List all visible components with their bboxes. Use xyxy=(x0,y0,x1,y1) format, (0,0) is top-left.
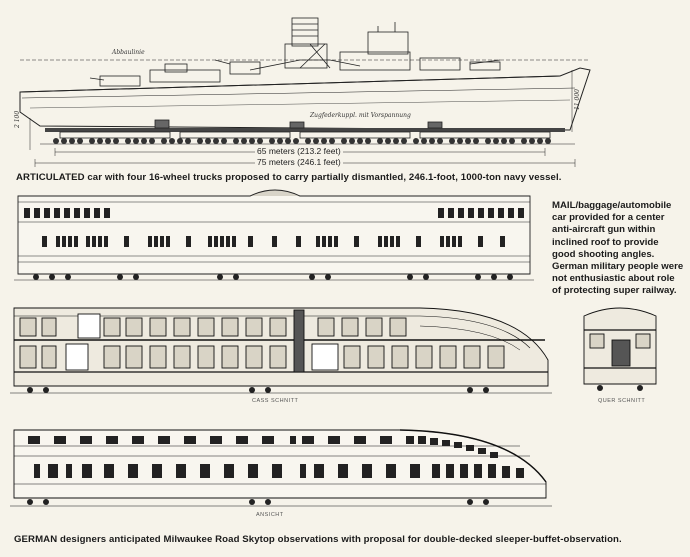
elevation-label: ANSICHT xyxy=(256,512,284,518)
double-deck-observation-elevation-drawing xyxy=(10,429,552,507)
footer-caption: GERMAN designers anticipated Milwaukee R… xyxy=(14,534,622,545)
length-75-feet: (246.1 feet) xyxy=(297,157,341,167)
length-dimension-65m: 65 meters (213.2 feet) xyxy=(255,146,343,156)
length-75-meters: 75 meters xyxy=(257,157,295,167)
side-dimension-right: 11 000 xyxy=(574,89,581,110)
side-dimension-left: 2 100 xyxy=(14,110,21,128)
length-65-meters: 65 meters xyxy=(257,146,295,156)
end-cross-section-drawing xyxy=(583,307,657,391)
ship-on-articulated-car-drawing xyxy=(19,17,591,167)
waterline-label: Abbaulinie xyxy=(112,49,145,56)
coupling-label: Zugfederkuppl. mit Vorspannung xyxy=(310,112,411,119)
mail-baggage-car-drawing xyxy=(14,189,534,281)
cutaway-section-label: CASS SCHNITT xyxy=(252,398,299,404)
ship-caption: ARTICULATED car with four 16-wheel truck… xyxy=(16,172,562,183)
mail-car-note: MAIL/baggage/automobile car provided for… xyxy=(552,200,684,297)
length-dimension-75m: 75 meters (246.1 feet) xyxy=(255,157,343,167)
observation-car-cutaway-drawing xyxy=(10,307,552,394)
cross-section-label: QUER SCHNITT xyxy=(598,398,646,404)
length-65-feet: (213.2 feet) xyxy=(297,146,341,156)
